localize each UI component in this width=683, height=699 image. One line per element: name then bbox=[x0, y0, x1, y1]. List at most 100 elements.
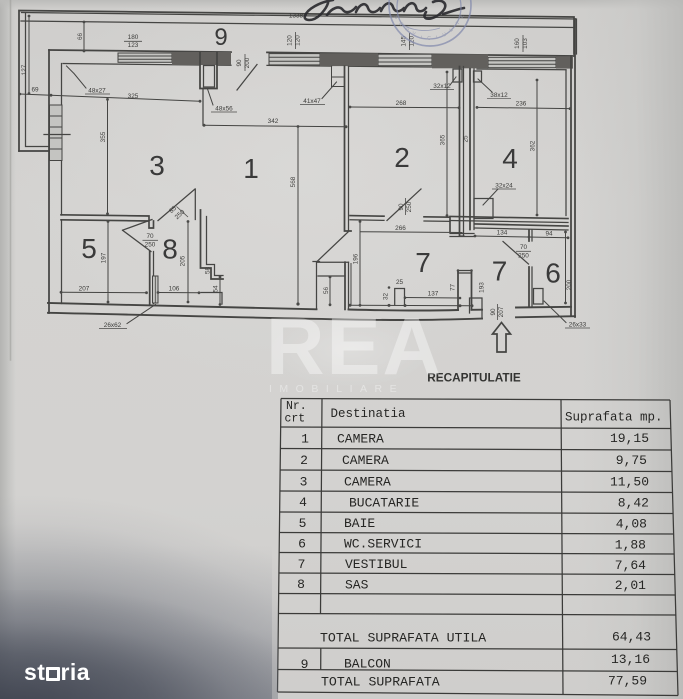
svg-text:69: 69 bbox=[31, 87, 39, 94]
svg-text:362: 362 bbox=[530, 140, 537, 151]
svg-text:BALCON: BALCON bbox=[344, 657, 391, 672]
svg-text:94: 94 bbox=[545, 231, 553, 238]
svg-text:568: 568 bbox=[290, 176, 297, 187]
svg-text:103: 103 bbox=[522, 38, 529, 49]
svg-text:120: 120 bbox=[287, 35, 294, 46]
svg-text:193: 193 bbox=[479, 282, 486, 293]
svg-text:T: T bbox=[455, 20, 462, 26]
svg-text:6: 6 bbox=[298, 537, 306, 552]
svg-text:250: 250 bbox=[518, 253, 529, 260]
svg-text:E: E bbox=[397, 21, 404, 28]
svg-text:325: 325 bbox=[128, 93, 139, 100]
svg-text:Nr.: Nr. bbox=[286, 400, 307, 413]
svg-text:CAMERA: CAMERA bbox=[342, 453, 389, 468]
svg-text:32x12: 32x12 bbox=[433, 83, 451, 90]
svg-text:90: 90 bbox=[398, 203, 405, 211]
svg-text:U: U bbox=[442, 31, 448, 38]
svg-text:V: V bbox=[411, 31, 417, 38]
svg-text:1: 1 bbox=[301, 432, 309, 447]
svg-text:3: 3 bbox=[149, 150, 165, 181]
svg-text:70: 70 bbox=[146, 233, 154, 240]
svg-text:160: 160 bbox=[514, 38, 521, 49]
svg-text:196: 196 bbox=[353, 253, 360, 264]
svg-text:1,88: 1,88 bbox=[615, 538, 646, 553]
svg-text:58: 58 bbox=[205, 267, 212, 275]
svg-text:BUCATARIE: BUCATARIE bbox=[349, 496, 419, 511]
svg-text:8,42: 8,42 bbox=[618, 496, 649, 511]
svg-text:2: 2 bbox=[300, 453, 308, 468]
svg-text:41x47: 41x47 bbox=[303, 98, 321, 105]
svg-text:E: E bbox=[459, 13, 466, 19]
svg-text:134: 134 bbox=[497, 230, 508, 237]
svg-text:2,01: 2,01 bbox=[615, 578, 646, 593]
svg-text:207: 207 bbox=[79, 286, 90, 293]
svg-text:1338: 1338 bbox=[289, 13, 304, 20]
svg-text:197: 197 bbox=[101, 252, 108, 263]
svg-text:crt: crt bbox=[285, 413, 306, 426]
svg-text:66: 66 bbox=[77, 33, 84, 41]
svg-text:200: 200 bbox=[566, 279, 573, 290]
svg-text:1: 1 bbox=[243, 153, 259, 184]
svg-text:64,43: 64,43 bbox=[612, 630, 651, 645]
svg-text:48x27: 48x27 bbox=[88, 88, 106, 95]
svg-text:R: R bbox=[403, 27, 410, 34]
svg-text:9,75: 9,75 bbox=[616, 453, 647, 468]
svg-text:8: 8 bbox=[297, 577, 305, 592]
svg-text:6: 6 bbox=[545, 258, 561, 289]
svg-text:38x12: 38x12 bbox=[490, 92, 508, 99]
svg-text:90: 90 bbox=[490, 308, 497, 316]
svg-text:Suprafata mp.: Suprafata mp. bbox=[565, 411, 663, 425]
svg-text:85: 85 bbox=[168, 205, 178, 215]
svg-text:106: 106 bbox=[169, 286, 180, 293]
svg-text:70: 70 bbox=[520, 244, 528, 251]
svg-text:3: 3 bbox=[300, 475, 308, 490]
svg-text:268: 268 bbox=[396, 100, 407, 107]
svg-text:207: 207 bbox=[498, 306, 505, 317]
svg-text:4,08: 4,08 bbox=[616, 517, 647, 532]
svg-text:9: 9 bbox=[214, 24, 227, 51]
svg-text:205: 205 bbox=[180, 255, 187, 266]
svg-text:11,50: 11,50 bbox=[610, 475, 649, 490]
svg-text:32x24: 32x24 bbox=[495, 183, 513, 190]
svg-text:25: 25 bbox=[463, 135, 470, 143]
svg-text:26x33: 26x33 bbox=[569, 322, 587, 329]
svg-text:VESTIBUL: VESTIBUL bbox=[345, 557, 407, 572]
svg-text:8: 8 bbox=[162, 234, 178, 265]
svg-text:236: 236 bbox=[516, 101, 527, 108]
svg-text:I: I bbox=[435, 35, 438, 41]
svg-text:48x56: 48x56 bbox=[215, 106, 233, 113]
svg-text:7: 7 bbox=[492, 256, 508, 287]
svg-text:365: 365 bbox=[440, 134, 447, 145]
svg-text:SAS: SAS bbox=[345, 578, 369, 593]
svg-text:TOTAL SUPRAFATA: TOTAL SUPRAFATA bbox=[321, 675, 440, 690]
svg-text:250: 250 bbox=[406, 201, 413, 212]
svg-text:180: 180 bbox=[128, 34, 139, 41]
svg-text:77: 77 bbox=[450, 284, 457, 292]
svg-text:25: 25 bbox=[396, 279, 404, 286]
svg-text:S: S bbox=[392, 15, 399, 21]
svg-text:9: 9 bbox=[301, 657, 309, 672]
svg-text:137: 137 bbox=[428, 291, 439, 298]
svg-text:4: 4 bbox=[502, 143, 518, 174]
svg-text:5: 5 bbox=[299, 516, 307, 531]
svg-text:123: 123 bbox=[128, 42, 139, 49]
svg-text:I: I bbox=[420, 35, 423, 41]
svg-text:7: 7 bbox=[415, 247, 431, 278]
svg-text:7,64: 7,64 bbox=[615, 558, 646, 573]
svg-text:77,59: 77,59 bbox=[608, 674, 647, 689]
svg-text:90: 90 bbox=[236, 59, 243, 67]
svg-text:Destinatia: Destinatia bbox=[331, 407, 407, 421]
svg-text:56: 56 bbox=[323, 287, 330, 295]
svg-text:19,15: 19,15 bbox=[610, 431, 649, 446]
svg-text:TOTAL SUPRAFATA UTILA: TOTAL SUPRAFATA UTILA bbox=[320, 631, 486, 646]
svg-text:54: 54 bbox=[213, 285, 220, 293]
svg-text:7: 7 bbox=[298, 557, 306, 572]
svg-text:355: 355 bbox=[100, 131, 107, 142]
svg-text:2: 2 bbox=[394, 142, 410, 173]
svg-text:BAIE: BAIE bbox=[344, 516, 375, 531]
svg-text:13,16: 13,16 bbox=[611, 652, 650, 667]
svg-text:120: 120 bbox=[295, 35, 302, 46]
svg-text:32: 32 bbox=[383, 293, 390, 301]
svg-text:CAMERA: CAMERA bbox=[344, 475, 391, 490]
svg-text:WC.SERVICI: WC.SERVICI bbox=[344, 537, 422, 552]
